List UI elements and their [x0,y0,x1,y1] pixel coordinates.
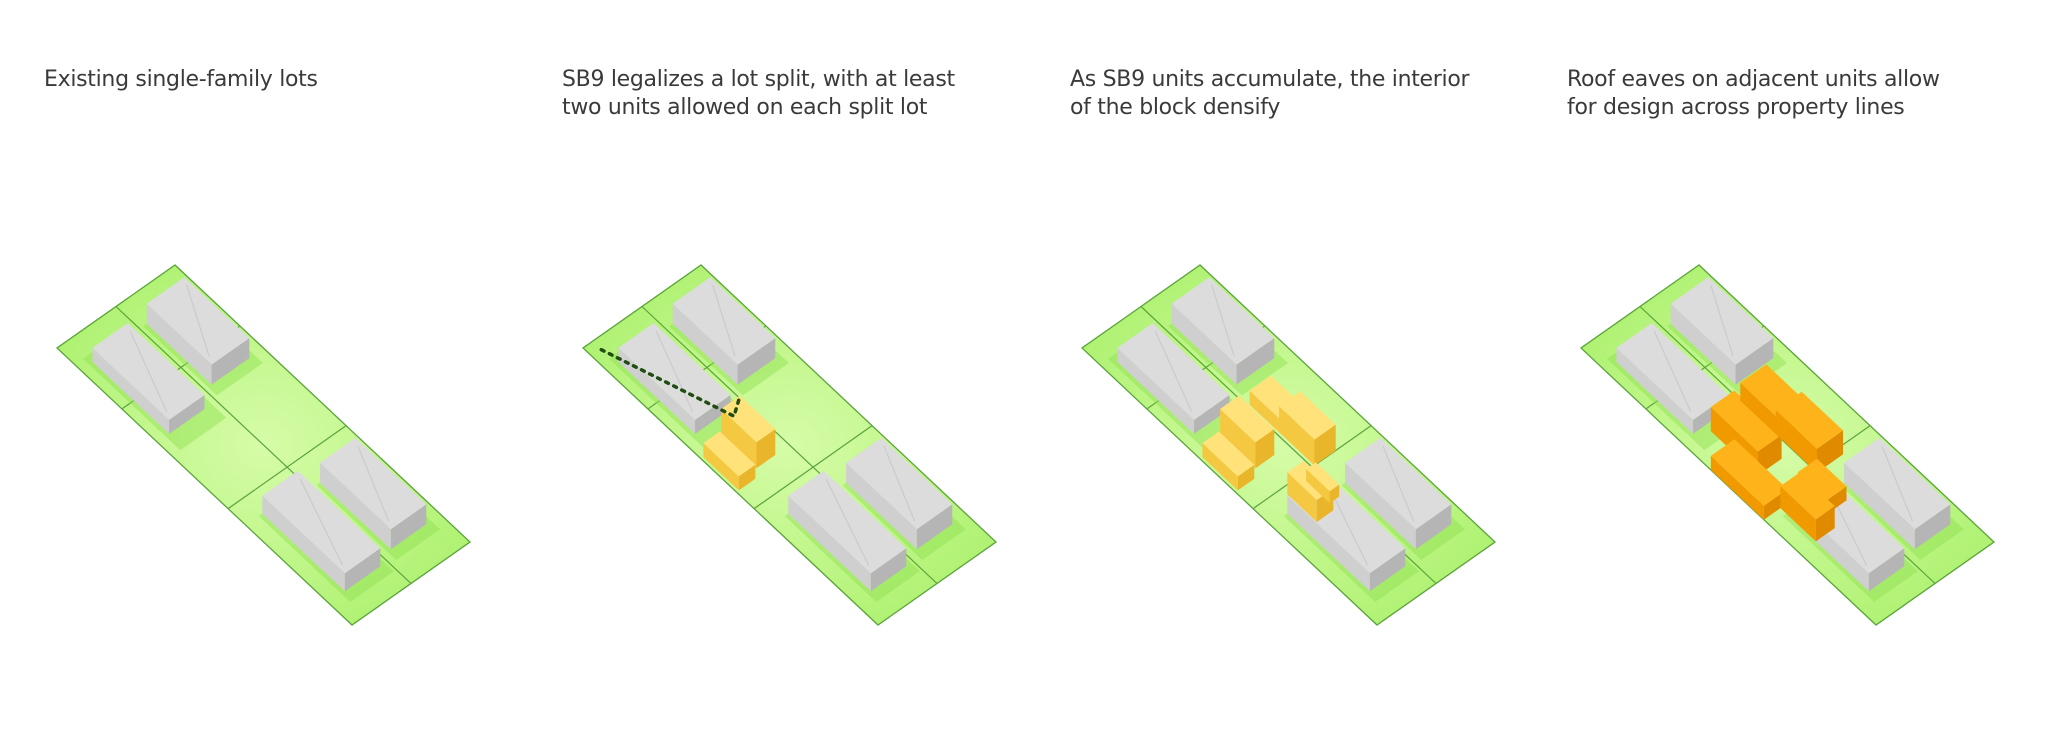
existing-house [618,323,731,434]
caption-line: As SB9 units accumulate, the interior [1070,67,1470,92]
lot-line [753,425,873,510]
existing-house [1171,277,1275,385]
caption-accumulate: As SB9 units accumulate, the interior of … [1070,66,1470,122]
sb9-unit [703,431,756,491]
existing-house [1670,277,1774,385]
existing-house [1844,437,1951,550]
eave-unit [1775,391,1843,473]
panel-lot-split [581,264,998,626]
caption-line: SB9 legalizes a lot split, with at least [562,67,955,92]
existing-house [92,323,205,434]
caption-lot-split: SB9 legalizes a lot split, with at least… [562,66,955,122]
caption-line: Existing single-family lots [44,67,318,92]
caption-existing: Existing single-family lots [44,66,318,94]
sb9-unit [1306,462,1340,504]
eave-unit [1780,472,1835,542]
existing-house [1345,437,1452,550]
panel-eaves [1579,264,1996,626]
existing-house [320,437,427,550]
caption-line: for design across property lines [1567,95,1905,120]
sb9-unit [1220,395,1275,469]
sb9-unit [1202,431,1255,491]
caption-line: Roof eaves on adjacent units allow [1567,67,1940,92]
lot-split-line [599,347,742,419]
sb9-unit [721,395,776,469]
lot-line [115,306,182,368]
existing-house [262,470,381,592]
lot-line [1639,306,1706,368]
existing-house [146,277,250,385]
existing-house [1117,323,1230,434]
sb9-unit [1279,391,1336,466]
existing-house [672,277,776,385]
existing-house [846,437,953,550]
caption-eaves: Roof eaves on adjacent units allow for de… [1567,66,1940,122]
lot-line [227,425,347,510]
caption-line: of the block densify [1070,95,1281,120]
panel-existing [55,264,472,626]
lot-line [1140,306,1207,368]
lot-line [641,306,708,368]
caption-line: two units allowed on each split lot [562,95,928,120]
existing-house [788,470,907,592]
panel-accumulate [1080,264,1497,626]
